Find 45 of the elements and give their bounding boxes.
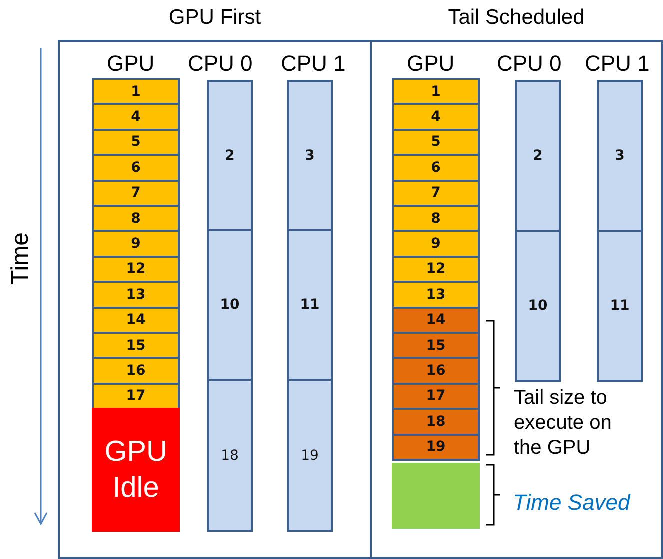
task-block: 10 <box>207 229 253 381</box>
task-block: 14 <box>392 306 480 334</box>
task-block: 7 <box>92 180 180 207</box>
column-header: CPU 0 <box>188 51 253 77</box>
column-header: CPU 0 <box>497 51 562 77</box>
task-block: 6 <box>392 154 480 182</box>
task-block: 4 <box>392 103 480 131</box>
task-block: 4 <box>92 103 180 131</box>
task-block: 1 <box>392 78 480 106</box>
task-block: 15 <box>92 332 180 360</box>
column-header: CPU 1 <box>585 51 650 77</box>
task-block: 3 <box>597 80 643 232</box>
panel-title: GPU First <box>168 6 262 30</box>
task-block: 19 <box>287 379 333 532</box>
task-block: 19 <box>392 434 480 461</box>
task-block: 11 <box>597 230 643 382</box>
task-block: 14 <box>92 306 180 334</box>
task-block: 9 <box>92 230 180 258</box>
task-block: 6 <box>92 154 180 182</box>
task-block: 10 <box>515 230 561 382</box>
task-block: 1 <box>92 78 180 106</box>
task-block: 3 <box>287 80 333 231</box>
column-header: CPU 1 <box>281 51 346 77</box>
task-block: 8 <box>92 205 180 232</box>
task-block: 9 <box>392 230 480 258</box>
column-header: GPU <box>107 51 155 77</box>
column-header: GPU <box>407 51 455 77</box>
time-saved-block <box>392 463 480 529</box>
task-block: 8 <box>392 205 480 232</box>
task-block: 7 <box>392 180 480 207</box>
task-block: 18 <box>207 379 253 532</box>
task-block: 16 <box>92 357 180 385</box>
task-block: 2 <box>207 80 253 231</box>
task-block: 15 <box>392 332 480 360</box>
task-block: 13 <box>392 281 480 309</box>
task-block: 13 <box>92 281 180 309</box>
task-block: 11 <box>287 229 333 381</box>
panel-title: Tail Scheduled <box>447 6 586 30</box>
task-block: 18 <box>392 408 480 436</box>
axis-label: Time <box>7 232 35 285</box>
task-block: 16 <box>392 357 480 385</box>
annotation: Tail size to execute on the GPU <box>514 386 613 461</box>
annotation: Time Saved <box>513 490 630 516</box>
idle-block: GPU Idle <box>92 408 180 532</box>
task-block: 2 <box>515 80 561 232</box>
